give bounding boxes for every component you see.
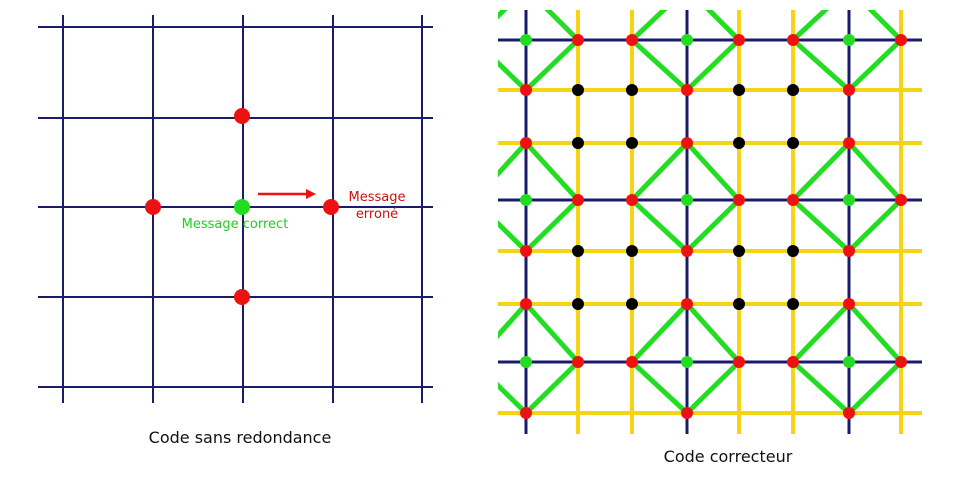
correct-codeword-dot — [681, 194, 693, 206]
correctable-error-dot — [572, 194, 584, 206]
right-diagram — [498, 10, 922, 434]
correctable-error-dot — [843, 298, 855, 310]
correctable-error-dot — [787, 356, 799, 368]
correctable-error-dot — [681, 298, 693, 310]
correct-codeword-dot — [843, 194, 855, 206]
correct-codeword-dot — [843, 356, 855, 368]
uncorrectable-dot — [787, 245, 799, 257]
uncorrectable-dot — [572, 137, 584, 149]
arrow-head-icon — [306, 189, 316, 199]
correctable-error-dot — [733, 194, 745, 206]
uncorrectable-dot — [733, 245, 745, 257]
correct-codeword-dot — [681, 34, 693, 46]
correctable-error-dot — [843, 137, 855, 149]
uncorrectable-dot — [626, 137, 638, 149]
correctable-error-dot — [681, 137, 693, 149]
uncorrectable-dot — [626, 245, 638, 257]
correctable-error-dot — [681, 245, 693, 257]
correctable-error-dot — [520, 84, 532, 96]
correctable-error-dot — [626, 34, 638, 46]
error-message-dot — [234, 289, 250, 305]
correctable-error-dot — [787, 34, 799, 46]
uncorrectable-dot — [626, 84, 638, 96]
correctable-error-dot — [681, 407, 693, 419]
uncorrectable-dot — [787, 137, 799, 149]
correctable-error-dot — [787, 194, 799, 206]
uncorrectable-dot — [733, 84, 745, 96]
error-message-label-1: Message — [349, 190, 406, 205]
right-caption: Code correcteur — [664, 447, 793, 466]
correctable-error-dot — [520, 407, 532, 419]
uncorrectable-dot — [572, 84, 584, 96]
error-message-label-2: erroné — [356, 207, 398, 222]
correctable-error-dot — [895, 34, 907, 46]
correctable-error-dot — [626, 356, 638, 368]
correctable-error-dot — [895, 356, 907, 368]
correct-codeword-dot — [681, 356, 693, 368]
error-message-dot — [145, 199, 161, 215]
error-message-dot — [234, 108, 250, 124]
correct-codeword-dot — [843, 34, 855, 46]
correctable-error-dot — [520, 137, 532, 149]
correct-message-label: Message correct — [182, 217, 289, 232]
uncorrectable-dot — [572, 298, 584, 310]
uncorrectable-dot — [733, 298, 745, 310]
correctable-error-dot — [520, 298, 532, 310]
correctable-error-dot — [733, 356, 745, 368]
left-caption: Code sans redondance — [149, 428, 332, 447]
uncorrectable-dot — [787, 84, 799, 96]
uncorrectable-dot — [733, 137, 745, 149]
correctable-error-dot — [843, 245, 855, 257]
correct-codeword-dot — [520, 356, 532, 368]
correctable-error-dot — [843, 407, 855, 419]
correctable-error-dot — [733, 34, 745, 46]
correctable-error-dot — [843, 84, 855, 96]
correct-codeword-dot — [520, 194, 532, 206]
correct-message-dot — [234, 199, 250, 215]
correctable-error-dot — [895, 194, 907, 206]
error-message-dot — [323, 199, 339, 215]
correctable-error-dot — [626, 194, 638, 206]
uncorrectable-dot — [572, 245, 584, 257]
uncorrectable-dot — [626, 298, 638, 310]
uncorrectable-dot — [787, 298, 799, 310]
correctable-error-dot — [572, 34, 584, 46]
correctable-error-dot — [572, 356, 584, 368]
correctable-error-dot — [681, 84, 693, 96]
correct-codeword-dot — [520, 34, 532, 46]
left-diagram — [38, 15, 433, 403]
correctable-error-dot — [520, 245, 532, 257]
